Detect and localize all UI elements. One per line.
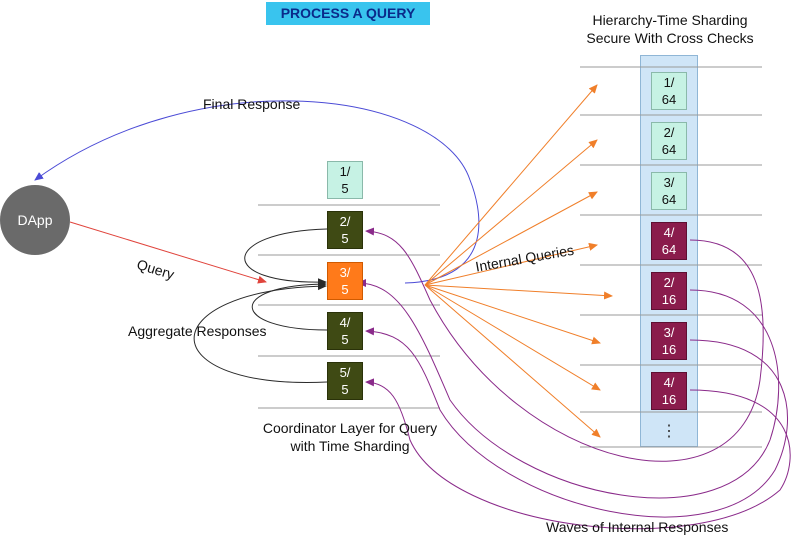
coordinator-shard-2: 2/ 5	[327, 211, 363, 249]
hierarchy-shard-1-64: 1/ 64	[651, 72, 687, 110]
hierarchy-shard-3-16: 3/ 16	[651, 322, 687, 360]
coordinator-line1: Coordinator Layer for Query	[262, 420, 438, 436]
coordinator-shard-5: 5/ 5	[327, 362, 363, 400]
hierarchy-shard-2-64: 2/ 64	[651, 122, 687, 160]
dapp-node: DApp	[0, 185, 70, 255]
hierarchy-title-line2: Secure With Cross Checks	[586, 30, 754, 46]
aggregate-responses-label: Aggregate Responses	[128, 323, 267, 339]
hierarchy-title: Hierarchy-Time Sharding Secure With Cros…	[560, 11, 780, 47]
waves-label: Waves of Internal Responses	[546, 519, 729, 535]
hierarchy-shard-ellipsis: ⋮	[661, 422, 677, 440]
hierarchy-shard-2-16: 2/ 16	[651, 272, 687, 310]
diagram-title: PROCESS A QUERY	[266, 2, 430, 25]
coordinator-line2: with Time Sharding	[290, 438, 410, 454]
final-response-label: Final Response	[203, 96, 301, 112]
hierarchy-shard-4-16: 4/ 16	[651, 372, 687, 410]
coordinator-layer-label: Coordinator Layer for Query with Time Sh…	[240, 419, 460, 455]
hierarchy-title-line1: Hierarchy-Time Sharding	[592, 12, 748, 28]
coordinator-shard-1: 1/ 5	[327, 161, 363, 199]
coordinator-shard-3: 3/ 5	[327, 262, 363, 300]
coordinator-shard-4: 4/ 5	[327, 312, 363, 350]
hierarchy-separators	[580, 66, 762, 448]
coordinator-separators	[258, 204, 440, 409]
hierarchy-shard-3-64: 3/ 64	[651, 172, 687, 210]
hierarchy-shard-4-64: 4/ 64	[651, 222, 687, 260]
